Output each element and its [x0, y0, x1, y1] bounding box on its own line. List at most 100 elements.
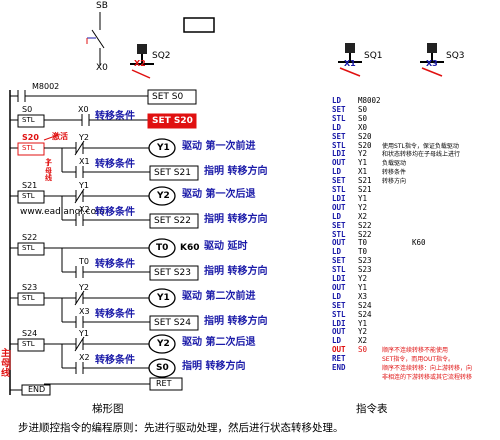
- s22-label: S22: [22, 233, 38, 242]
- coil-y2-b-label: Y2: [157, 339, 170, 349]
- instruction-op: LD: [332, 167, 342, 177]
- set-s23-desc: 指明 转移方向: [204, 266, 268, 277]
- instruction-arg: Y1: [358, 318, 368, 328]
- instruction-arg: S21: [358, 176, 372, 186]
- stl-s22: STL: [22, 244, 35, 252]
- sub-bus-label: 子母线: [45, 159, 52, 183]
- instruction-op: SET: [332, 176, 346, 186]
- instruction-op: LDI: [332, 318, 346, 328]
- stl-s0: STL: [22, 116, 35, 124]
- coil-t0-label: T0: [156, 243, 169, 253]
- instruction-note: SET指令，而用OUT指令。: [382, 356, 455, 364]
- ladder-title: 梯形图: [92, 403, 124, 415]
- s20-label: S20: [22, 133, 39, 142]
- x0-contact-label: X0: [78, 105, 89, 114]
- drive-fwd2: 驱动 第二次前进: [182, 291, 256, 302]
- x2-contact-label: X2: [79, 205, 90, 214]
- caption: 步进顺控指令的编程原则：先进行驱动处理，然后进行状态转移处理。: [18, 422, 344, 434]
- instruction-op: END: [332, 363, 346, 372]
- instruction-arg: X2: [358, 336, 368, 346]
- instruction-title: 指令表: [356, 403, 388, 415]
- set-s23-box: SET S23: [154, 268, 191, 278]
- k60-label: K60: [180, 243, 200, 253]
- sq1-switch-icon: [338, 43, 362, 77]
- s0-label: S0: [22, 105, 33, 114]
- instruction-arg: S24: [358, 300, 372, 310]
- instruction-arg: X0: [358, 122, 368, 132]
- instruction-row: SET S24: [332, 301, 498, 310]
- instruction-op: STL: [332, 140, 346, 150]
- instruction-op: LD: [332, 96, 342, 105]
- instruction-op: LDI: [332, 193, 346, 203]
- set-s22-desc: 指明 转移方向: [204, 214, 268, 225]
- set-s24-desc: 指明 转移方向: [204, 316, 268, 327]
- set-s0-box: SET S0: [152, 92, 184, 102]
- instruction-extra: K60: [412, 238, 426, 248]
- instruction-arg: T0: [358, 238, 368, 248]
- stl-s24: STL: [22, 340, 35, 348]
- instruction-note: 转移方向: [382, 178, 407, 186]
- instruction-row: LD M8002: [332, 96, 498, 105]
- x0-top-label: X0: [96, 63, 108, 73]
- instruction-arg: S0: [358, 104, 368, 114]
- stl-s23: STL: [22, 294, 35, 302]
- sq3-label: SQ3: [446, 51, 465, 61]
- coil-t0: [148, 238, 176, 258]
- instruction-arg: S0: [358, 113, 368, 123]
- coil-y2-a-label: Y2: [157, 191, 170, 201]
- y2-contact-b-label: Y2: [79, 283, 89, 292]
- set-s21-desc: 指明 转移方向: [204, 166, 268, 177]
- instruction-op: SET: [332, 300, 346, 310]
- x3-contact-label: X3: [79, 307, 90, 316]
- instruction-arg: S23: [358, 256, 372, 266]
- end-box: END: [28, 385, 46, 394]
- instruction-row: STL S20 使用STL指令，保证负载驱动: [332, 141, 498, 150]
- instruction-note: 和状态转移均在子母线上进行: [382, 151, 461, 159]
- sb-label: SB: [96, 1, 108, 11]
- instruction-op: STL: [332, 229, 346, 239]
- instruction-arg: S20: [358, 140, 372, 150]
- instruction-arg: S22: [358, 220, 372, 230]
- instruction-arg: M8002: [358, 96, 381, 105]
- instruction-op: OUT: [332, 202, 346, 212]
- instruction-op: RET: [332, 354, 346, 364]
- instruction-op: OUT: [332, 345, 346, 355]
- instruction-note: 转移条件: [382, 169, 407, 177]
- instruction-arg: S20: [358, 131, 372, 141]
- instruction-op: LDI: [332, 149, 346, 159]
- x2-contact-b-label: X2: [79, 353, 90, 362]
- instruction-arg: Y2: [358, 274, 368, 283]
- instruction-op: LD: [332, 291, 342, 301]
- instruction-note: 使用STL指令，保证负载驱动: [382, 142, 459, 150]
- sq2-label: SQ2: [152, 51, 171, 61]
- instruction-arg: Y1: [358, 158, 368, 168]
- cond-4: 转移条件: [95, 259, 135, 270]
- coil-y1-b: [148, 288, 176, 308]
- t0-contact-label: T0: [79, 257, 89, 266]
- instruction-note: 非相连的下游转移或其它流程转移: [382, 373, 473, 381]
- instruction-op: LD: [332, 336, 342, 346]
- drive-back2: 驱动 第二次后退: [182, 337, 256, 348]
- instruction-arg: S23: [358, 265, 372, 275]
- y1-contact-label: Y1: [79, 181, 89, 190]
- instruction-row: LD X2: [332, 336, 498, 345]
- set-s20-box: SET S20: [152, 116, 193, 126]
- sq3-switch-icon: [420, 43, 444, 77]
